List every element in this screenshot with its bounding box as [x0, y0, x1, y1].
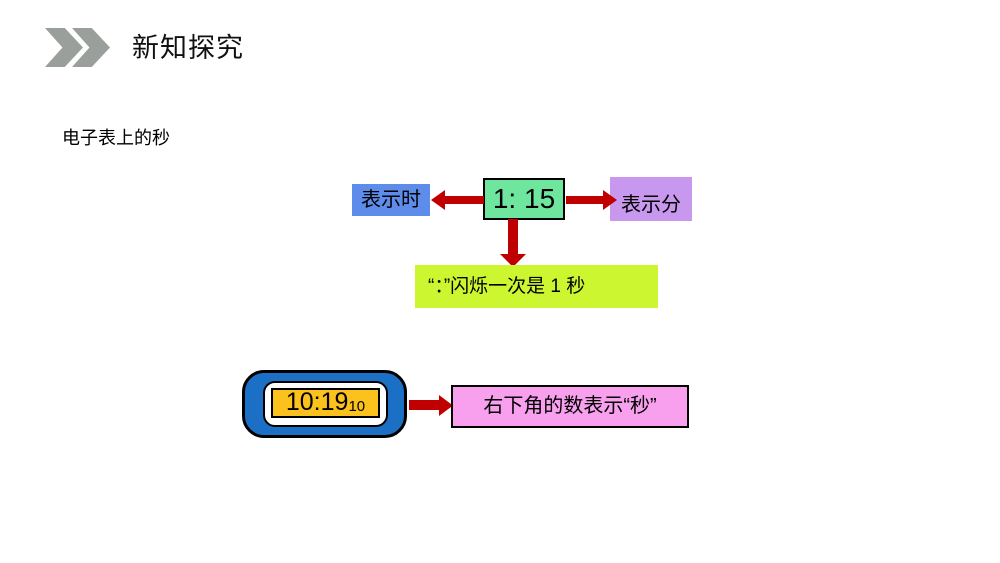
arrow-right-shaft — [566, 196, 604, 204]
double-chevron-right-icon — [45, 28, 115, 68]
arrow-right-shaft — [409, 400, 440, 410]
section-label: 电子表上的秒 — [62, 128, 170, 148]
hour-label-box: 表示时 — [352, 184, 430, 216]
arrow-left-icon — [431, 190, 445, 210]
page-title: 新知探究 — [132, 33, 244, 63]
digital-clock-value-box: 1: 15 — [483, 178, 565, 220]
arrow-down-shaft — [508, 219, 518, 255]
colon-note-box: “：”闪烁一次是 1 秒 — [415, 265, 658, 308]
arrow-left-shaft — [444, 196, 484, 204]
seconds-note-box: 右下角的数表示“秒” — [451, 385, 689, 428]
watch-time-value: 10:19 — [285, 388, 349, 416]
watch-seconds-value: 10 — [348, 398, 366, 415]
minute-label-box: 表示分 — [610, 177, 692, 221]
